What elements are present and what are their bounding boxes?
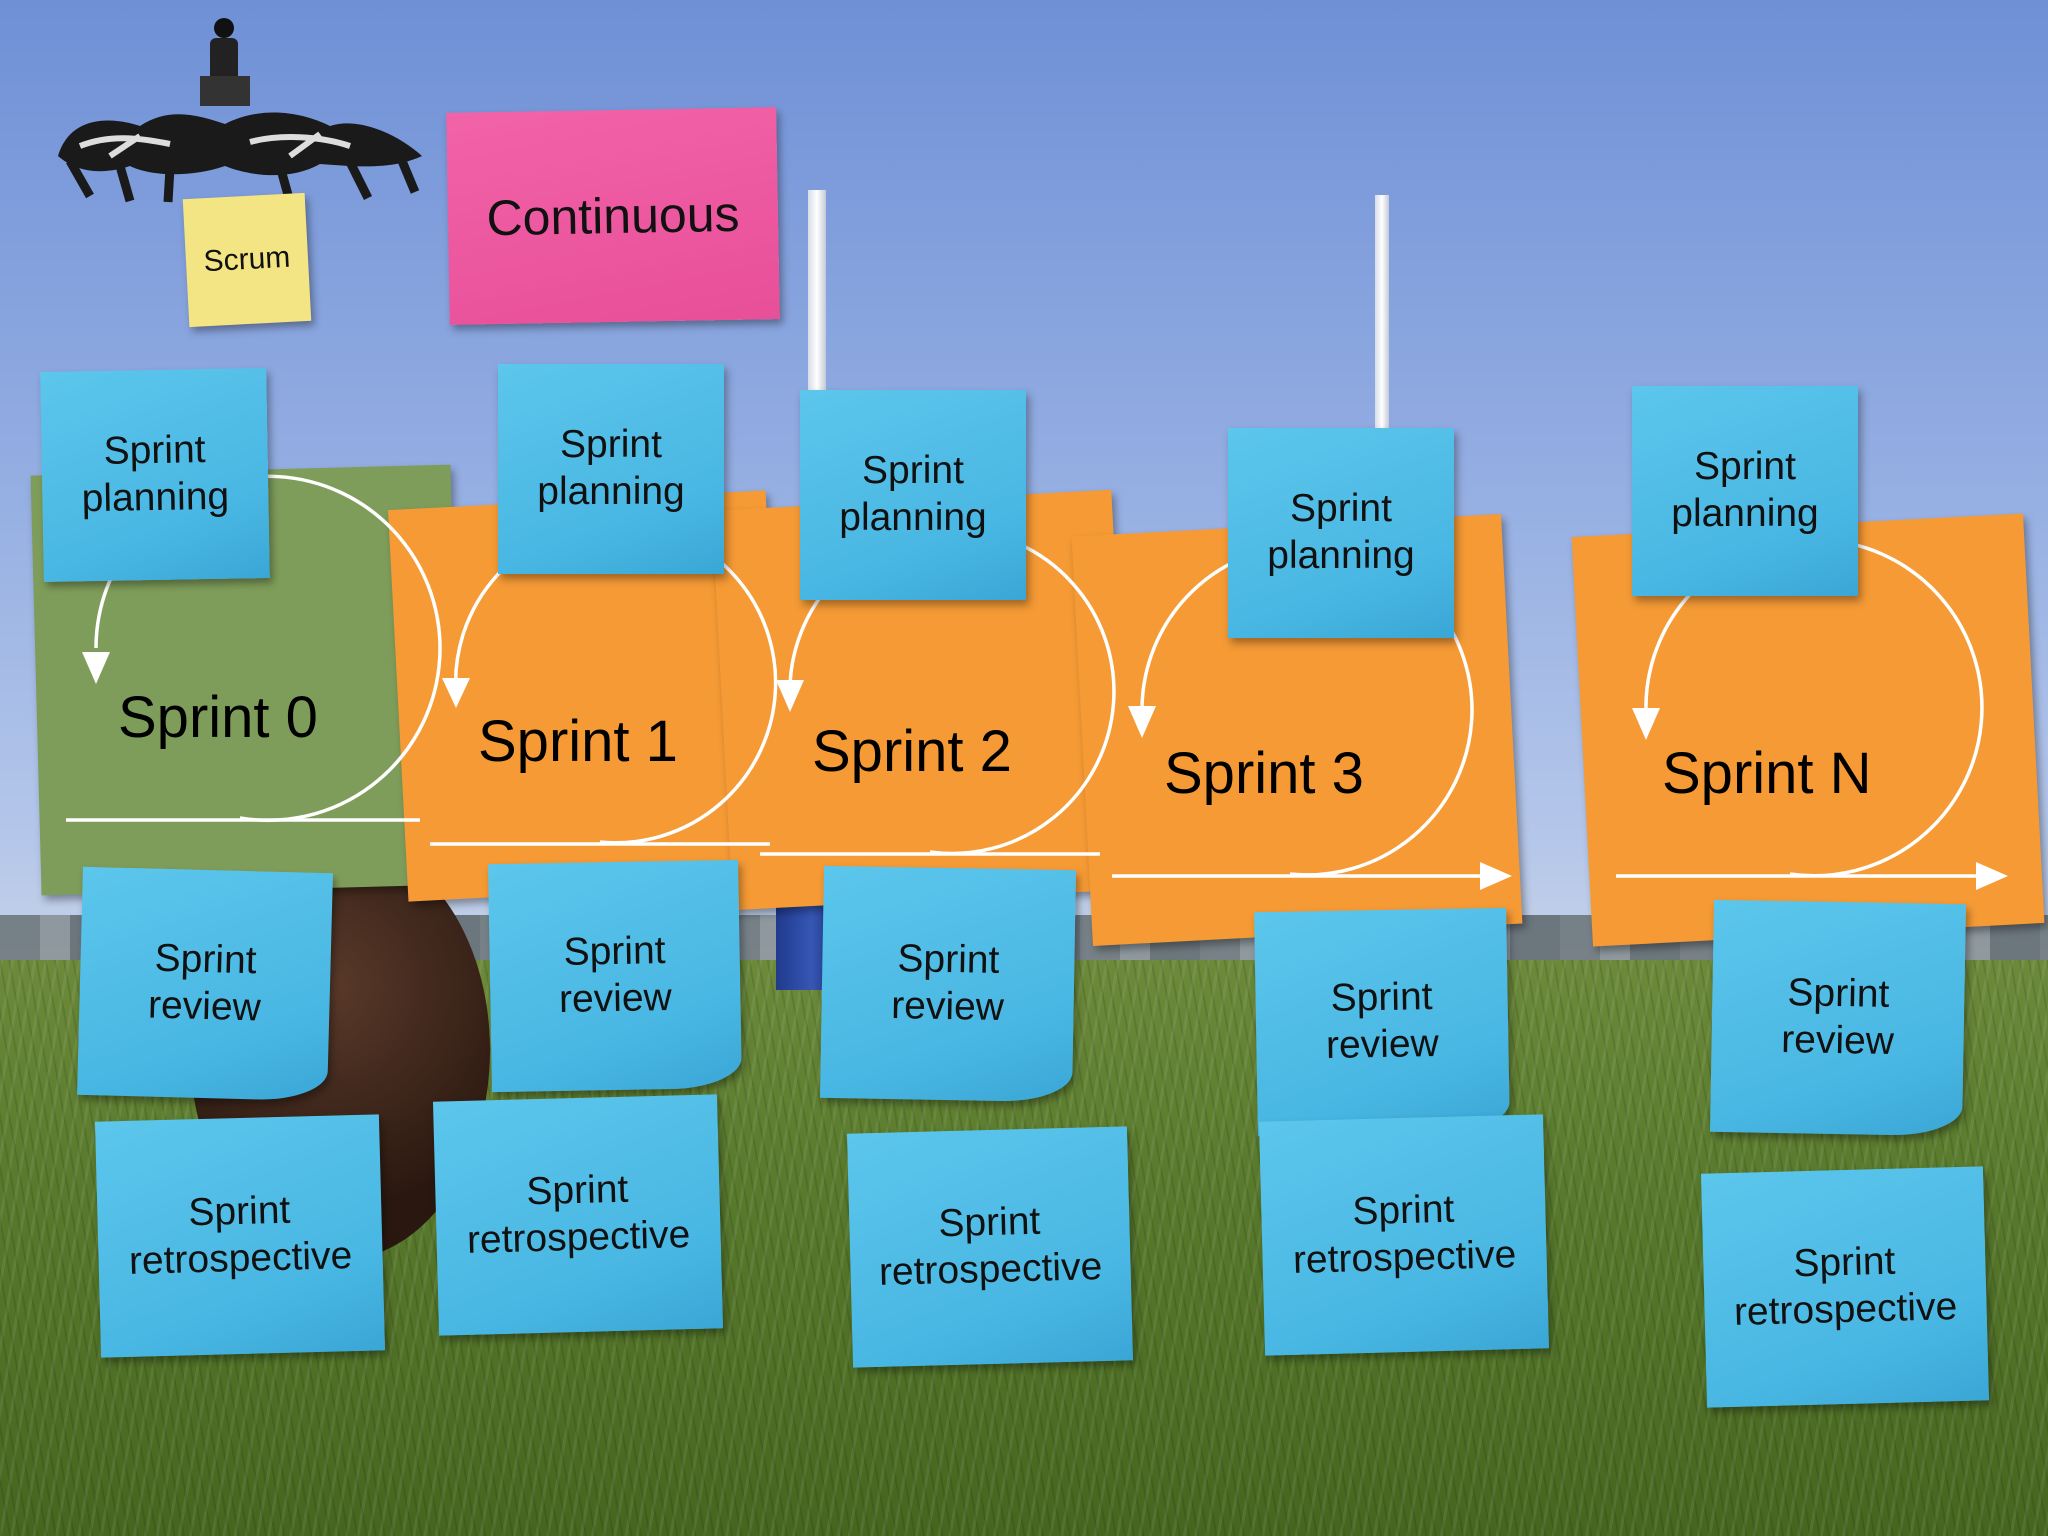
sprint-3-timeline-arrowhead-icon: [1480, 862, 1512, 890]
scrum-logo-icon: [58, 18, 422, 204]
sprint-n-arrowhead-icon: [1632, 708, 1660, 740]
sprint-2-title: Sprint 2: [812, 719, 1012, 784]
sprint-1-retrospective-note: Sprint retrospective: [432, 1094, 724, 1336]
sprint-1-title: Sprint 1: [478, 709, 678, 774]
sprint-3-arrowhead-icon: [1128, 706, 1156, 738]
sprint-0-planning-note: Sprint planning: [40, 368, 270, 582]
sprint-1-arrowhead-icon: [442, 678, 470, 708]
sprint-2-arrowhead-icon: [776, 680, 804, 712]
sprint-2-review-note: Sprint review: [819, 865, 1077, 1103]
sprint-3-planning-note: Sprint planning: [1228, 428, 1454, 638]
sprint-n-title: Sprint N: [1662, 741, 1872, 806]
sprint-n-review-note: Sprint review: [1709, 899, 1967, 1137]
sprint-0-title: Sprint 0: [118, 685, 318, 750]
sprint-2-planning-note: Sprint planning: [800, 390, 1026, 600]
sprint-n-retrospective-note: Sprint retrospective: [1700, 1166, 1990, 1408]
sprint-3-title: Sprint 3: [1164, 741, 1364, 806]
sprint-0-retrospective-note: Sprint retrospective: [94, 1114, 386, 1358]
sprint-1-cycle-arrow: [453, 521, 778, 845]
sprint-0-arrowhead-icon: [82, 652, 110, 684]
sprint-1-planning-note: Sprint planning: [498, 364, 724, 574]
sprint-n-timeline-arrowhead-icon: [1976, 862, 2008, 890]
sprint-3-review-note: Sprint review: [1254, 907, 1510, 1137]
sprint-n-planning-note: Sprint planning: [1632, 386, 1858, 596]
sprint-2-retrospective-note: Sprint retrospective: [846, 1126, 1134, 1368]
sprint-1-review-note: Sprint review: [488, 859, 742, 1093]
sprint-3-retrospective-note: Sprint retrospective: [1258, 1114, 1550, 1356]
sprint-0-review-note: Sprint review: [77, 866, 333, 1102]
